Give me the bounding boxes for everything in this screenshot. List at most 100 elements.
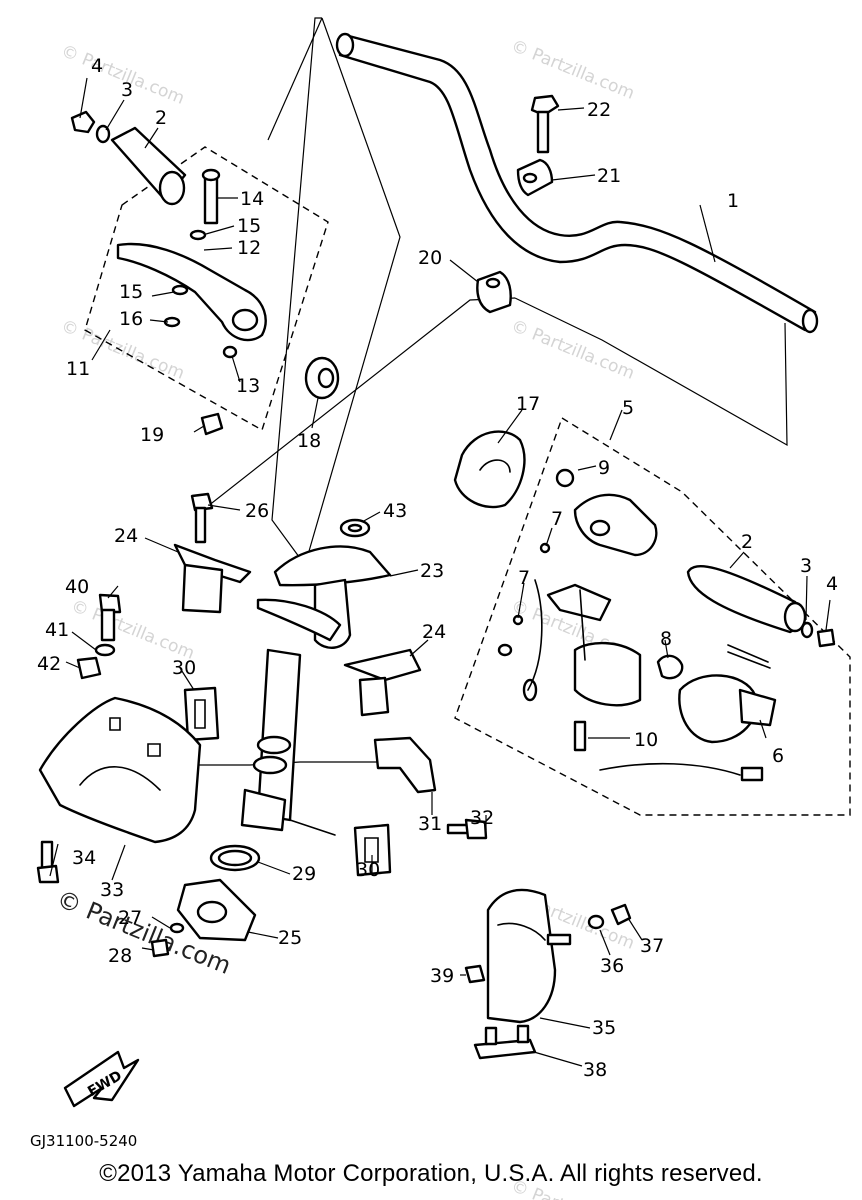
leader-outline-top [271, 17, 401, 567]
callout-42: 42 [37, 653, 61, 675]
nut-37 [610, 903, 632, 926]
callout-4-left: 4 [91, 55, 103, 77]
washer-27-bolt-28 [150, 922, 185, 958]
callout-14: 14 [240, 188, 264, 210]
clamp-29 [209, 844, 261, 872]
callout-9: 9 [598, 457, 610, 479]
callout-2-left: 2 [155, 107, 167, 129]
bolt-32 [446, 818, 488, 840]
callout-3-left: 3 [121, 79, 133, 101]
bracket-38 [473, 1024, 537, 1060]
callout-22: 22 [587, 99, 611, 121]
callout-24-left: 24 [114, 525, 138, 547]
callout-30-lower: 30 [356, 859, 380, 881]
copyright-notice: ©2013 Yamaha Motor Corporation, U.S.A. A… [99, 1160, 763, 1187]
watermark: © Partzilla.com [68, 596, 197, 664]
callout-11: 11 [66, 358, 90, 380]
callout-33: 33 [100, 879, 124, 901]
bolt-40 [98, 593, 122, 642]
callout-32: 32 [470, 807, 494, 829]
clamp-31 [373, 736, 437, 794]
callout-5: 5 [622, 397, 634, 419]
leader-lines [49, 77, 831, 1067]
callout-20: 20 [418, 247, 442, 269]
leader-outline-upper [267, 17, 323, 141]
callout-17: 17 [516, 393, 540, 415]
switch-cover-17 [453, 430, 526, 509]
plate-25 [176, 878, 257, 942]
callout-30-upper: 30 [172, 657, 196, 679]
callout-2-right: 2 [741, 531, 753, 553]
washer-3-right [800, 621, 814, 639]
callout-4-right: 4 [826, 573, 838, 595]
grip-2-left [110, 126, 187, 206]
washer-41 [94, 643, 116, 657]
callout-31: 31 [418, 813, 442, 835]
callout-36: 36 [600, 955, 624, 977]
bushing-43 [339, 518, 371, 538]
group-box-5 [454, 416, 851, 816]
callout-27: 27 [118, 907, 142, 929]
callouts: 1 2 2 3 3 4 4 5 6 7 7 8 9 10 11 12 13 14… [37, 55, 838, 1081]
callout-24-right: 24 [422, 621, 446, 643]
callout-34: 34 [72, 847, 96, 869]
cable-wire [599, 762, 764, 782]
nut-39 [464, 964, 486, 984]
callout-8: 8 [660, 628, 672, 650]
group-box-11 [84, 146, 329, 432]
bolt-34 [36, 840, 60, 884]
nut-4-right [816, 628, 836, 648]
callout-40: 40 [65, 576, 89, 598]
throttle-6 [678, 644, 777, 744]
collar-18 [304, 356, 340, 400]
callout-7-upper: 7 [551, 508, 563, 530]
leader-outline-right [514, 297, 788, 447]
steering-shaft [240, 648, 336, 836]
callout-43: 43 [383, 500, 407, 522]
nut-4-left [70, 110, 96, 134]
cover-35 [486, 888, 557, 1024]
callout-38: 38 [583, 1059, 607, 1081]
callout-15-lower: 15 [119, 281, 143, 303]
callout-19: 19 [140, 424, 164, 446]
grip-2-right [686, 565, 807, 634]
switch-housing-5 [497, 468, 684, 752]
callout-13: 13 [236, 375, 260, 397]
callout-29: 29 [292, 863, 316, 885]
plate-33 [38, 696, 202, 844]
bracket-24-left [173, 543, 252, 614]
handlebar-upper-holder-21 [516, 158, 554, 197]
callout-16: 16 [119, 308, 143, 330]
callout-15-upper: 15 [237, 215, 261, 237]
callout-26: 26 [245, 500, 269, 522]
watermark: © Partzilla.com [508, 36, 637, 104]
callout-3-right: 3 [800, 555, 812, 577]
callout-1: 1 [727, 190, 739, 212]
bracket-24-right [343, 648, 422, 717]
callout-23: 23 [420, 560, 444, 582]
callout-10: 10 [634, 729, 658, 751]
bolt-26 [190, 492, 214, 544]
callout-6: 6 [772, 745, 784, 767]
bolt-22 [530, 94, 560, 154]
callout-37: 37 [640, 935, 664, 957]
callout-12: 12 [237, 237, 261, 259]
clamp-30-lower [353, 823, 392, 877]
callout-18: 18 [297, 430, 321, 452]
handlebar-lower-holder-20 [476, 270, 512, 314]
callout-28: 28 [108, 945, 132, 967]
fwd-arrow: FWD [63, 1050, 140, 1108]
lever-11-assembly [116, 168, 267, 359]
callout-39: 39 [430, 965, 454, 987]
callout-41: 41 [45, 619, 69, 641]
bolt-19 [200, 412, 224, 436]
clamp-30-upper [183, 686, 220, 742]
callout-25: 25 [278, 927, 302, 949]
nut-42 [76, 656, 102, 680]
handlebar [335, 32, 819, 334]
callout-21: 21 [597, 165, 621, 187]
callout-7-lower: 7 [518, 567, 530, 589]
screw-36 [546, 914, 605, 946]
column-bracket-23 [256, 545, 392, 649]
